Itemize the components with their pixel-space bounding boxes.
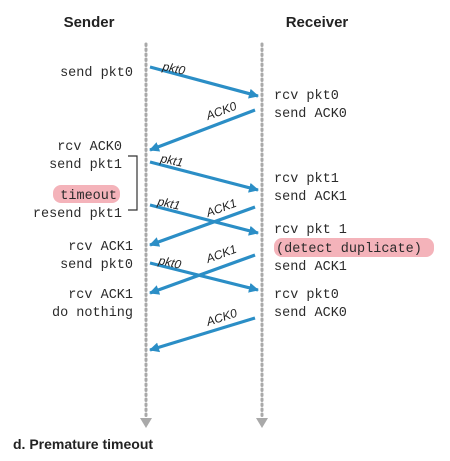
sender-do-nothing: do nothing: [52, 306, 133, 321]
sender-rcv-ack1-b: rcv ACK1: [68, 288, 133, 303]
sender-send-pkt0: send pkt0: [60, 66, 133, 81]
label-pkt0-b: pkt0: [156, 253, 182, 272]
receiver-header: Receiver: [286, 14, 349, 31]
timeout-highlight: [53, 185, 120, 203]
receiver-send-ack1-b: send ACK1: [274, 260, 347, 275]
arrow-pkt1-b: [149, 203, 259, 236]
timeout-bracket: [128, 155, 138, 211]
receiver-send-ack0-a: send ACK0: [274, 107, 347, 122]
arrow-ack1-b: [149, 253, 256, 295]
sender-resend-pkt1: resend pkt1: [33, 207, 122, 222]
sender-header: Sender: [64, 14, 115, 31]
arrow-pkt0-a: [149, 65, 259, 99]
receiver-rcv-pkt0-b: rcv pkt0: [274, 288, 339, 303]
receiver-rcv-pkt1-a: rcv pkt1: [274, 172, 339, 187]
sender-rcv-ack1-a: rcv ACK1: [68, 240, 133, 255]
label-pkt1-b: pkt1: [155, 194, 181, 213]
arrow-ack1-a: [149, 205, 256, 247]
sender-rcv-ack0: rcv ACK0: [57, 140, 122, 155]
arrow-ack0-b: [149, 316, 256, 353]
receiver-send-ack0-b: send ACK0: [274, 306, 347, 321]
receiver-timeline-arrow: [256, 418, 268, 428]
receiver-rcv-pkt0-a: rcv pkt0: [274, 89, 339, 104]
label-pkt0-a: pkt0: [160, 59, 186, 78]
arrow-pkt0-b: [149, 261, 259, 293]
sender-timeout: timeout: [60, 189, 117, 204]
sender-timeline-arrow: [140, 418, 152, 428]
figure-caption: d. Premature timeout: [13, 436, 153, 452]
sender-send-pkt1: send pkt1: [49, 158, 122, 173]
arrow-pkt1-a: [149, 160, 259, 193]
receiver-detect-duplicate: (detect duplicate): [276, 242, 422, 257]
receiver-rcv-pkt1-b: rcv pkt 1: [274, 223, 347, 238]
detect-duplicate-highlight: [274, 238, 434, 257]
sender-send-pkt0-b: send pkt0: [60, 258, 133, 273]
arrow-ack0-a: [149, 108, 256, 152]
receiver-send-ack1-a: send ACK1: [274, 190, 347, 205]
label-pkt1-a: pkt1: [158, 151, 184, 170]
